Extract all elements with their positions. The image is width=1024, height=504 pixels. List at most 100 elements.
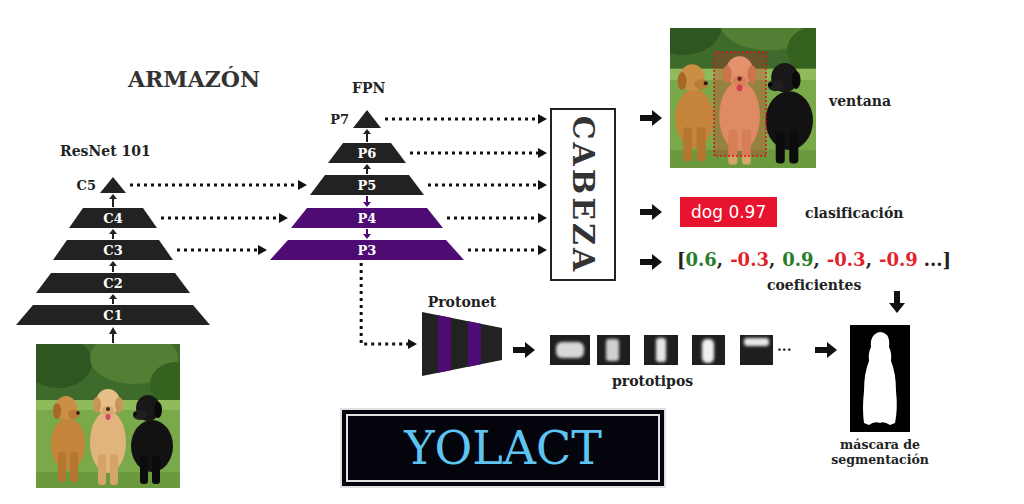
connector-line xyxy=(112,299,114,304)
connector xyxy=(385,114,547,124)
prototype-map xyxy=(550,335,590,365)
coefficient-value: 0.6 xyxy=(686,249,717,270)
connector-line xyxy=(366,169,368,174)
protonet-stripe xyxy=(438,312,451,376)
connector xyxy=(363,229,371,239)
coefficient-row: [0.6,-0.3,0.9,-0.3,-0.9...] xyxy=(677,249,951,270)
fpn-level: P3 xyxy=(270,240,464,260)
node-text: dog 0.97 xyxy=(691,204,766,221)
band-fill xyxy=(270,240,464,260)
connector-line xyxy=(428,184,538,187)
label-slot: FPN xyxy=(352,78,385,97)
output-label: prototipos xyxy=(612,373,693,389)
band-fill xyxy=(328,143,406,163)
connector xyxy=(410,148,547,158)
protonet-block: Protonet xyxy=(420,294,504,376)
arrowhead xyxy=(109,194,117,199)
connector xyxy=(161,213,288,223)
connector-line xyxy=(161,217,279,220)
arrowhead xyxy=(363,234,371,239)
input-photo xyxy=(24,332,202,488)
arrowhead xyxy=(298,180,307,190)
output-label: coeficientes xyxy=(767,277,861,293)
node-text: P7 xyxy=(330,113,349,126)
coefficient-separator: , xyxy=(866,249,872,270)
mask-ground xyxy=(850,325,910,432)
node-text: máscara de segmentación xyxy=(824,437,936,467)
arrowhead xyxy=(363,164,371,169)
fpn-name: FPN xyxy=(352,80,385,96)
arrowhead xyxy=(538,180,547,190)
connector xyxy=(109,294,117,304)
band-fill xyxy=(53,240,173,260)
backbone-stage: C3 xyxy=(53,240,173,260)
node-text: P3 xyxy=(358,241,377,261)
arrowhead xyxy=(538,213,547,223)
mask-image xyxy=(850,325,910,432)
connector xyxy=(447,213,547,223)
band-fill xyxy=(69,208,157,228)
prototype-map xyxy=(740,335,773,365)
arrowhead xyxy=(109,261,117,266)
connector xyxy=(109,261,117,272)
label-slot: ventana xyxy=(829,91,891,110)
connector xyxy=(361,263,417,349)
label-slot: ... xyxy=(777,336,792,355)
protonet-stripe xyxy=(468,312,481,376)
output-arrow xyxy=(815,342,837,358)
prototype-map xyxy=(597,335,630,365)
connector xyxy=(109,229,117,239)
arrowhead xyxy=(363,129,371,134)
connector-line xyxy=(410,152,538,155)
arrowhead xyxy=(258,245,267,255)
coefficient-bracket: [ xyxy=(677,249,686,270)
arrowhead xyxy=(538,245,547,255)
prototype-blob xyxy=(702,339,714,363)
arrowhead xyxy=(538,114,547,124)
detection-photo-content xyxy=(645,0,846,168)
arrowhead xyxy=(279,213,288,223)
coefficient-value: 0.9 xyxy=(782,249,813,270)
coefficient-value: -0.3 xyxy=(827,249,866,270)
label-slot: coeficientes xyxy=(767,275,861,294)
band-fill xyxy=(310,175,424,195)
connector-line xyxy=(447,217,538,220)
coefficient-value: -0.3 xyxy=(730,249,769,270)
fpn-level: P7 xyxy=(330,110,381,128)
arrowhead xyxy=(363,202,371,207)
label-slot: ARMAZÓN xyxy=(128,66,260,92)
arrowhead xyxy=(109,229,117,234)
title-box: YOLACT xyxy=(340,408,666,488)
head-box: CABEZA xyxy=(550,108,616,281)
connector-line xyxy=(366,196,368,202)
prototype-blob xyxy=(656,338,666,362)
triangle-shape xyxy=(100,177,126,193)
fpn-level: P4 xyxy=(291,208,443,228)
triangle-shape xyxy=(353,110,381,128)
protonet-fill xyxy=(422,312,502,376)
connector-line xyxy=(361,263,408,344)
arrowhead xyxy=(538,148,547,158)
arrowhead xyxy=(408,339,417,349)
node-text: C2 xyxy=(103,274,122,294)
connector xyxy=(363,196,371,207)
coefficient-value: -0.9 xyxy=(879,249,918,270)
backbone-stage: C1 xyxy=(16,305,210,325)
connector xyxy=(428,180,547,190)
prototype-blob xyxy=(556,342,584,358)
prototype-map xyxy=(644,335,678,365)
connector xyxy=(177,245,267,255)
backbone-stage: C4 xyxy=(69,208,157,228)
output-arrow xyxy=(640,110,662,126)
class-tag: dog 0.97 xyxy=(680,197,777,227)
backbone-stage: C2 xyxy=(36,273,190,293)
node-text: P5 xyxy=(358,176,377,196)
output-label: clasificación xyxy=(805,205,903,221)
prototype-blob xyxy=(744,338,769,346)
input-photo-content xyxy=(24,332,202,488)
connector-line xyxy=(366,134,368,142)
backbone-name: ResNet 101 xyxy=(60,143,151,159)
node-text: C4 xyxy=(103,209,122,229)
connector-line xyxy=(130,184,298,187)
